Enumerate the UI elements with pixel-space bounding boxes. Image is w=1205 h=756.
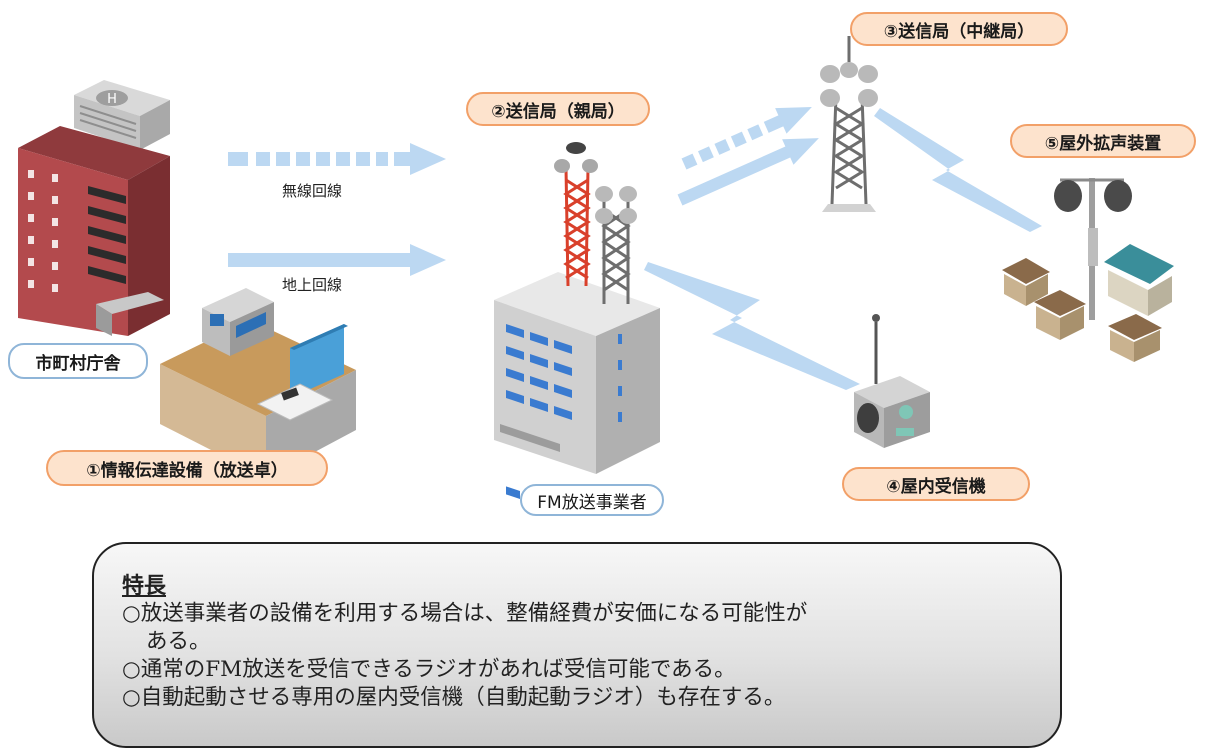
features-box: 特長 ○放送事業者の設備を利用する場合は、整備経費が安価になる可能性が ある。 …	[92, 542, 1062, 748]
label-main-station: ②送信局（親局）	[466, 92, 650, 126]
signal-to-indoor-receiver	[644, 262, 860, 390]
indoor-receiver-radio	[854, 314, 930, 448]
system-diagram: H	[18, 36, 1174, 499]
label-city-hall: 市町村庁舎	[8, 343, 148, 379]
feature-item-1: ○放送事業者の設備を利用する場合は、整備経費が安価になる可能性が	[122, 601, 808, 626]
relay-station-tower	[820, 36, 878, 212]
feature-item-2: ○通常のFM放送を受信できるラジオがあれば受信可能である。	[122, 657, 736, 682]
fm-broadcaster-building	[494, 272, 660, 499]
label-ground-link: 地上回線	[282, 276, 343, 294]
label-console: ①情報伝達設備（放送卓）	[46, 450, 328, 486]
svg-text:H: H	[107, 92, 117, 107]
main-station-grey-speakers	[595, 186, 637, 224]
uplink-to-relay-arrows	[677, 107, 819, 206]
label-wireless-link: 無線回線	[282, 182, 343, 200]
features-title: 特長	[122, 573, 167, 599]
main-station-red-tower	[563, 167, 591, 287]
signal-to-outdoor-speaker	[874, 108, 1042, 232]
ground-link-arrow	[228, 244, 446, 276]
dish-antenna	[566, 142, 586, 154]
label-outdoor-speaker: ⑤屋外拡声装置	[1010, 124, 1196, 158]
label-fm-broadcaster: FM放送事業者	[520, 484, 664, 516]
feature-item-1-continued: ある。	[146, 629, 211, 654]
houses	[1002, 244, 1174, 362]
city-hall-building: H	[18, 80, 170, 336]
wireless-link-arrow	[228, 143, 446, 175]
label-indoor-receiver: ④屋内受信機	[842, 467, 1030, 501]
outdoor-speaker-pole	[1054, 178, 1132, 320]
feature-item-3: ○自動起動させる専用の屋内受信機（自動起動ラジオ）も存在する。	[122, 685, 786, 710]
label-relay-station: ③送信局（中継局）	[850, 12, 1068, 46]
main-station-speakers	[554, 159, 598, 173]
